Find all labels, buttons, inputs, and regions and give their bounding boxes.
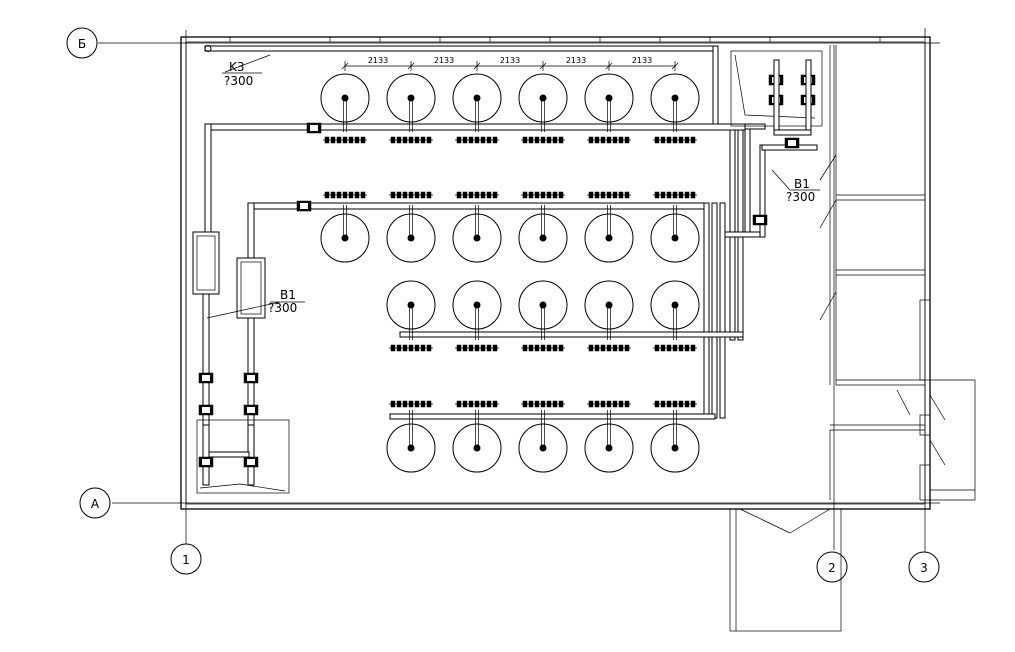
- tank-outlet: [605, 94, 613, 102]
- tank-outlet: [473, 444, 481, 452]
- building-walls: [180, 36, 976, 632]
- axis-bubble-row-b: [66, 27, 98, 59]
- tank-outlet: [605, 444, 613, 452]
- tank-outlet: [473, 94, 481, 102]
- tank-outlet: [605, 234, 613, 242]
- axis-bubble-row-a: [79, 487, 111, 519]
- axis-label-row-b: Б: [78, 37, 86, 51]
- valve-body: [247, 407, 255, 413]
- dimension-label: 2133: [632, 56, 652, 65]
- valve-body: [202, 407, 210, 413]
- tank-outlet: [473, 301, 481, 309]
- dimension-label: 2133: [566, 56, 586, 65]
- valve-body: [788, 140, 796, 146]
- tank-outlet: [407, 234, 415, 242]
- dimension-chain: 2133 2133 2133 2133 2133: [341, 56, 679, 71]
- main-pipes: [196, 123, 818, 494]
- b1-right-size-label: ?300: [786, 190, 815, 204]
- tank-outlet: [473, 234, 481, 242]
- valve-body: [300, 203, 308, 209]
- valve-body: [202, 459, 210, 465]
- tank-outlet: [539, 444, 547, 452]
- tanks: [320, 73, 700, 473]
- b1-left-label: B1: [280, 288, 296, 302]
- k3-size-label: ?300: [224, 74, 253, 88]
- tank-outlet: [605, 301, 613, 309]
- tank-outlet: [407, 444, 415, 452]
- valves: [198, 74, 816, 468]
- valve-body: [756, 217, 764, 223]
- tank-outlet: [671, 234, 679, 242]
- valve-body: [247, 459, 255, 465]
- tank-outlet: [407, 301, 415, 309]
- dimension-label: 2133: [500, 56, 520, 65]
- axis-label-col-2: 2: [828, 561, 836, 575]
- axis-bubble-col-2: [816, 551, 848, 583]
- axis-label-col-1: 1: [182, 553, 190, 567]
- axis-label-row-a: А: [91, 497, 100, 511]
- filter-units-left: B1 ?300: [192, 231, 305, 319]
- axis-bubble-col-1: [170, 543, 202, 575]
- tank-outlet: [407, 94, 415, 102]
- tank-outlet: [671, 444, 679, 452]
- tank-outlet: [671, 94, 679, 102]
- tank-outlet: [539, 301, 547, 309]
- tank-outlet: [671, 301, 679, 309]
- dimension-label: 2133: [434, 56, 454, 65]
- b1-right-label: B1: [794, 177, 810, 191]
- tank-outlet: [341, 234, 349, 242]
- pump-room-right: B1 ?300: [730, 50, 823, 204]
- b1-left-size-label: ?300: [268, 301, 297, 315]
- valve-body: [310, 125, 318, 131]
- axis-label-col-3: 3: [920, 561, 928, 575]
- tank-outlet: [539, 94, 547, 102]
- axis-bubble-col-3: [908, 551, 940, 583]
- tank-outlet: [341, 94, 349, 102]
- dimension-label: 2133: [368, 56, 388, 65]
- k3-label: K3: [229, 60, 245, 74]
- valve-body: [247, 375, 255, 381]
- valve-body: [202, 375, 210, 381]
- pipe-k3: K3 ?300: [204, 45, 719, 127]
- tank-outlet: [539, 234, 547, 242]
